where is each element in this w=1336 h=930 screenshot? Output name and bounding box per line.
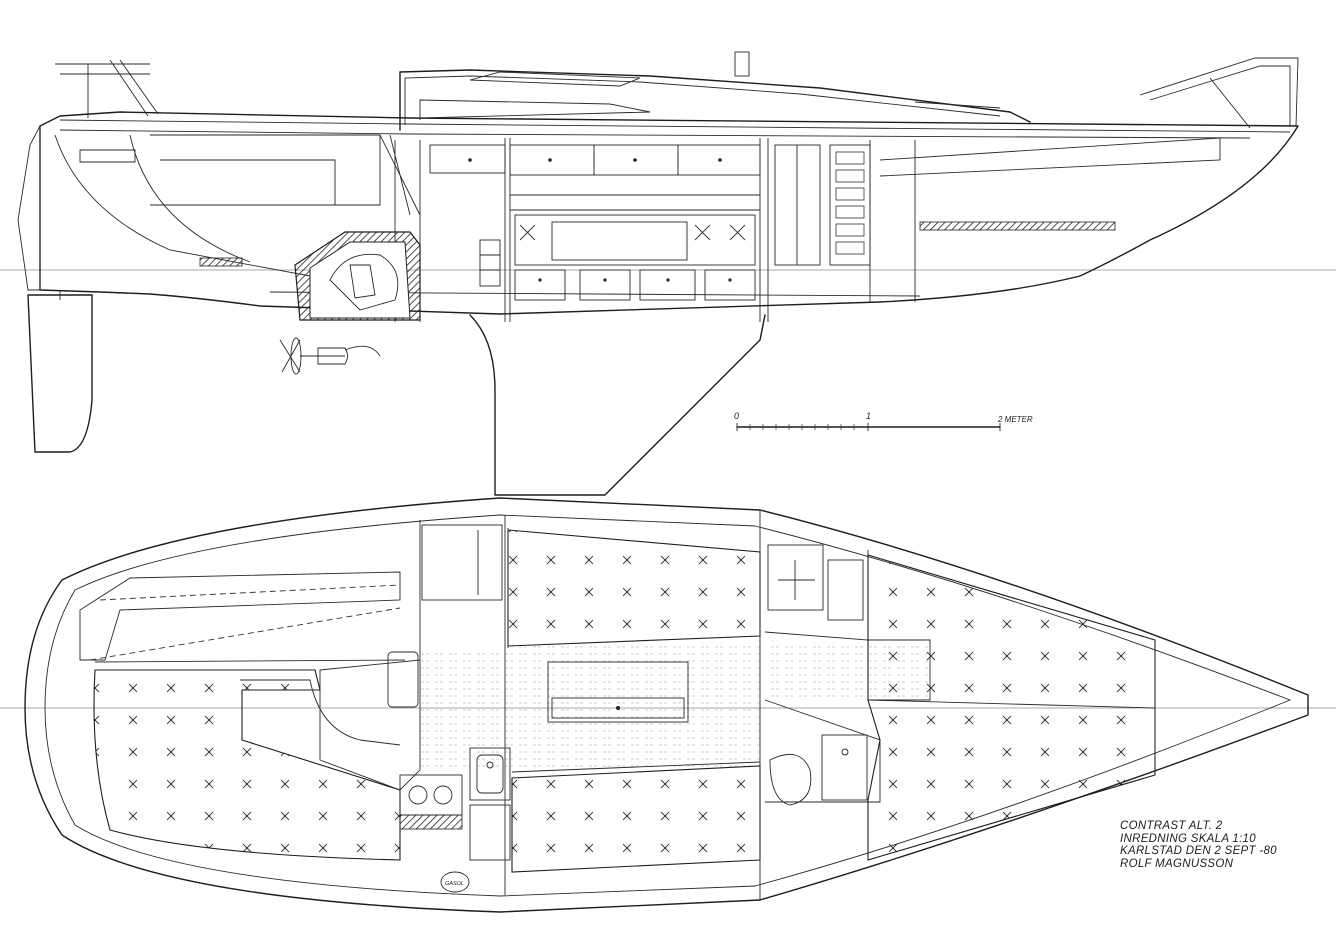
title-line-4: ROLF MAGNUSSON — [1120, 857, 1234, 870]
hull-profile — [39, 111, 1299, 315]
title-line-1: CONTRAST ALT. 2 — [1120, 820, 1223, 832]
stern-pulpit — [55, 59, 159, 118]
title-line-3: KARLSTAD DEN 2 SEPT -80 — [1120, 845, 1277, 857]
title-block: CONTRAST ALT. 2 INREDNING SKALA 1:10 KAR… — [1120, 820, 1320, 870]
rudder — [27, 294, 93, 453]
coachroof — [399, 51, 1031, 131]
starboard-settee — [507, 529, 761, 647]
scale-label-0: 0 — [734, 411, 739, 421]
aft-berth — [93, 669, 401, 861]
v-berth — [867, 554, 1156, 861]
propeller — [279, 337, 381, 375]
scale-label-2: 2 METER — [997, 415, 1033, 424]
hull-plan — [24, 497, 1309, 913]
stove-label: GASOL — [445, 881, 464, 887]
plan-view: GASOL — [0, 497, 1336, 913]
scale-bar: 0 1 2 METER — [734, 411, 1033, 431]
engine — [294, 231, 421, 321]
title-line-2: INREDNING SKALA 1:10 — [1120, 832, 1256, 845]
keel — [469, 314, 766, 496]
side-elevation — [0, 51, 1336, 496]
bow-pulpit — [1139, 57, 1299, 129]
galley: GASOL — [319, 651, 511, 893]
scale-label-1: 1 — [866, 411, 871, 421]
port-settee — [511, 765, 761, 873]
saloon-table — [547, 661, 689, 723]
